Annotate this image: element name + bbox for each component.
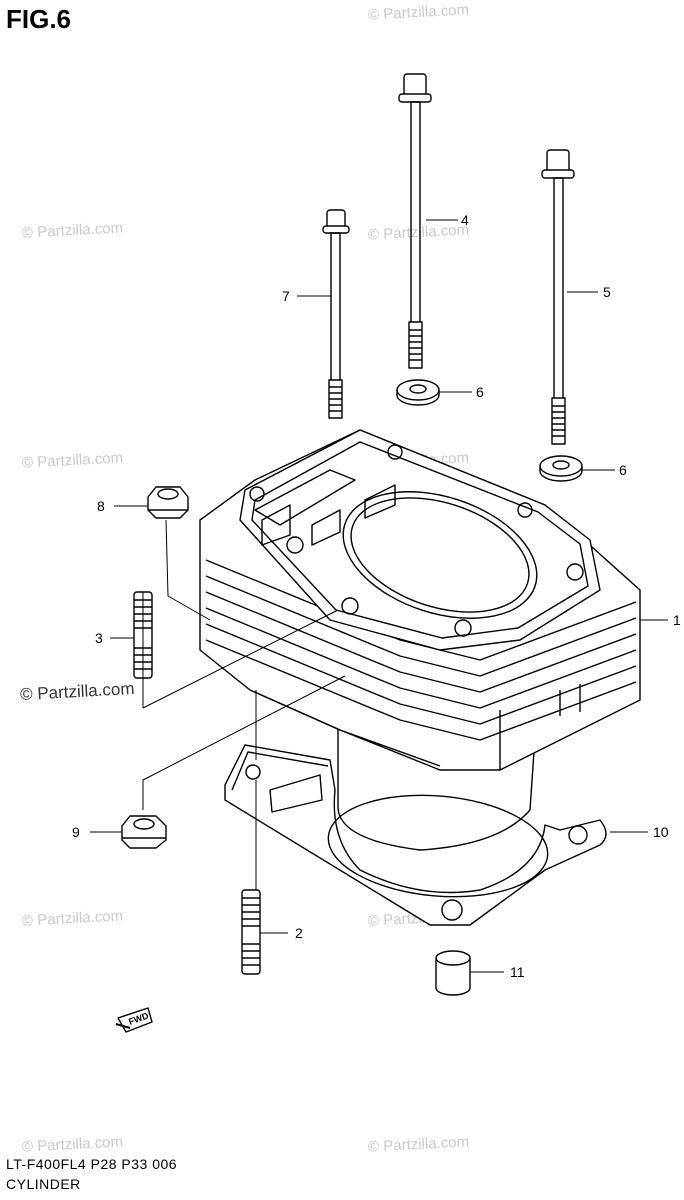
callout-4: 4: [461, 212, 469, 228]
figure-title: FIG.6: [6, 4, 72, 34]
callout-5: 5: [603, 284, 611, 300]
bolt-part-7: [322, 209, 350, 419]
callout-6: 6: [476, 384, 484, 400]
long-bolt-part: [398, 73, 432, 369]
bolt-part-5: [541, 149, 575, 445]
washer-part: [396, 379, 440, 406]
callout-10: 10: [653, 824, 669, 840]
callout-7: 7: [282, 288, 290, 304]
section-name: CYLINDER: [6, 1176, 81, 1192]
nut-part-9: [121, 815, 167, 849]
forward-arrow-icon: [115, 1007, 153, 1033]
gasket-part: [224, 744, 607, 926]
leader-lines: [90, 219, 668, 973]
dowel-pin-part: [435, 950, 471, 996]
callout-8: 8: [97, 498, 105, 514]
nut-part-8: [147, 486, 189, 519]
callout-3: 3: [95, 630, 103, 646]
stud-part-2: [241, 889, 261, 975]
model-code: LT-F400FL4 P28 P33 006: [6, 1156, 178, 1172]
washer-part: [539, 455, 583, 482]
callout-2: 2: [295, 925, 303, 941]
callout-1: 1: [673, 612, 681, 628]
callout-9: 9: [72, 824, 80, 840]
callout-11: 11: [510, 964, 525, 980]
callout-6: 6: [619, 462, 627, 478]
cylinder-part: [199, 429, 641, 851]
